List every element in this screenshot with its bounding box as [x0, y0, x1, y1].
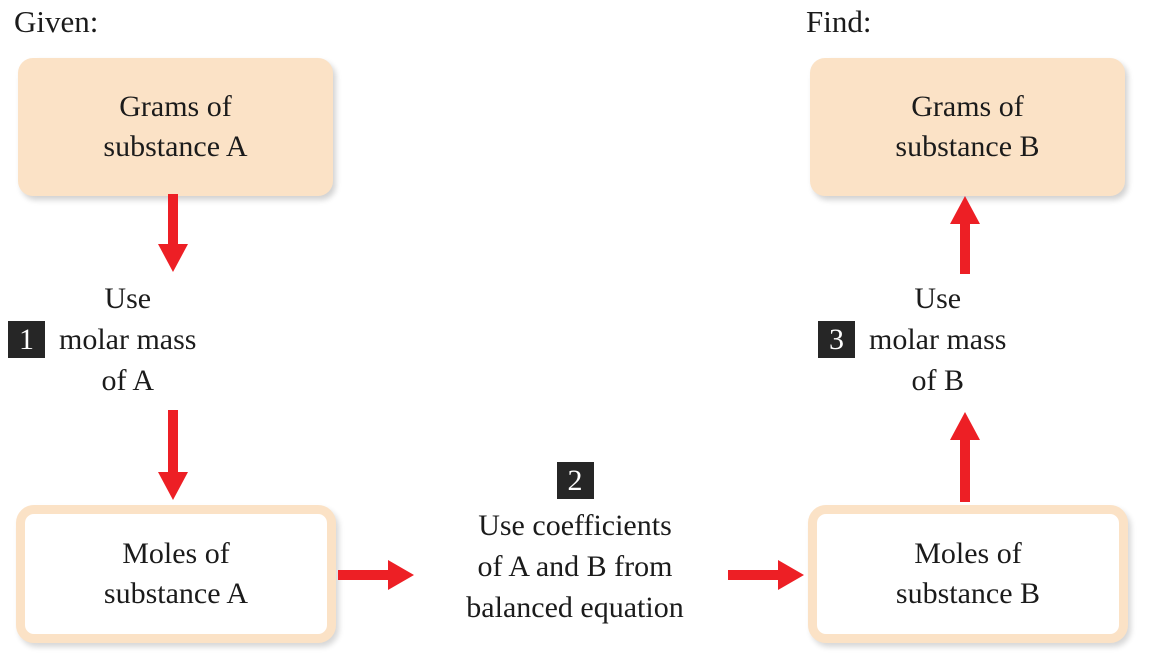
step-1-block: 1 Use molar mass of A: [8, 278, 196, 401]
box-moles-substance-b-label: Moles of substance B: [895, 537, 1041, 610]
box-grams-substance-b-label: Grams of substance B: [895, 90, 1040, 163]
step-2-badge: 2: [556, 462, 594, 499]
step-1-badge: 1: [8, 321, 45, 358]
box-moles-substance-a-label: Moles of substance A: [103, 537, 249, 610]
step-2-text: Use coefficients of A and B from balance…: [466, 509, 684, 624]
box-grams-substance-a: Grams of substance A: [18, 58, 333, 196]
step-2-block: 2 Use coefficients of A and B from balan…: [375, 462, 775, 628]
step-3-block: 3 Use molar mass of B: [818, 278, 1006, 401]
box-moles-substance-a: Moles of substance A: [16, 505, 336, 643]
box-grams-substance-a-label: Grams of substance A: [103, 90, 248, 163]
box-grams-substance-b: Grams of substance B: [810, 58, 1125, 196]
arrow-right-moles-a-to-step-2-icon: [338, 558, 416, 592]
arrow-up-step-3-to-grams-b-icon: [948, 194, 982, 274]
step-1-text: Use molar mass of A: [59, 282, 197, 397]
find-caption: Find:: [806, 4, 872, 39]
arrow-down-grams-a-to-step-1-icon: [156, 194, 190, 274]
arrow-up-moles-b-to-step-3-icon: [948, 410, 982, 502]
arrow-right-step-2-to-moles-b-icon: [728, 558, 806, 592]
step-3-badge: 3: [818, 321, 855, 358]
step-3-text: Use molar mass of B: [869, 282, 1007, 397]
arrow-down-step-1-to-moles-a-icon: [156, 410, 190, 502]
box-moles-substance-b: Moles of substance B: [808, 505, 1128, 643]
given-caption: Given:: [14, 4, 99, 39]
